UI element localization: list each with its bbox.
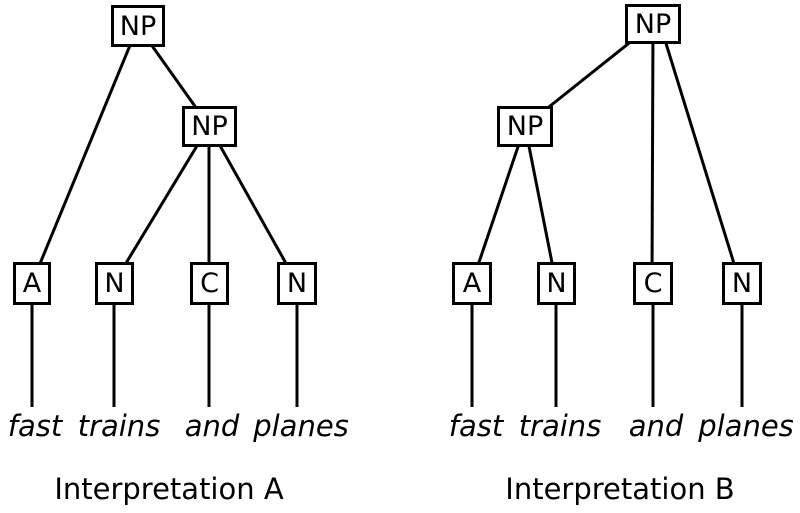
tree-a-word-and: and	[184, 409, 240, 443]
edge-b-inner-leafN1	[523, 125, 558, 284]
edge-b-root-leafN2	[658, 23, 742, 284]
tree-b-word-planes: planes	[698, 409, 794, 443]
tree-b-node-n1: N	[537, 262, 576, 305]
tree-b-node-a: A	[452, 262, 492, 305]
tree-b-node-np-root: NP	[625, 4, 681, 44]
tree-b-word-fast: fast	[448, 409, 504, 443]
tree-b-word-trains: trains	[518, 409, 602, 443]
edge-a-root-leafA	[30, 25, 140, 284]
tree-a-node-c: C	[190, 262, 229, 305]
tree-a-node-n2: N	[277, 262, 317, 305]
edge-a-inner-leafN2	[207, 125, 299, 284]
tree-a-node-n1: N	[95, 262, 134, 305]
tree-b-node-np-inner: NP	[497, 106, 553, 147]
tree-a-word-trains: trains	[77, 409, 161, 443]
tree-a-node-np-inner: NP	[182, 106, 237, 147]
tree-b-caption: Interpretation B	[505, 472, 735, 506]
tree-a-word-fast: fast	[7, 409, 63, 443]
tree-b-node-n2: N	[722, 262, 762, 305]
edge-b-root-leafC	[650, 23, 655, 284]
edge-b-inner-leafA	[470, 125, 527, 284]
tree-a-node-np-root: NP	[111, 5, 165, 47]
tree-a-node-a: A	[13, 262, 51, 305]
tree-a-word-planes: planes	[253, 409, 349, 443]
tree-b-node-c: C	[633, 262, 673, 305]
edge-a-inner-leafN1	[112, 125, 211, 284]
tree-a-caption: Interpretation A	[54, 472, 284, 506]
tree-b-word-and: and	[628, 409, 684, 443]
